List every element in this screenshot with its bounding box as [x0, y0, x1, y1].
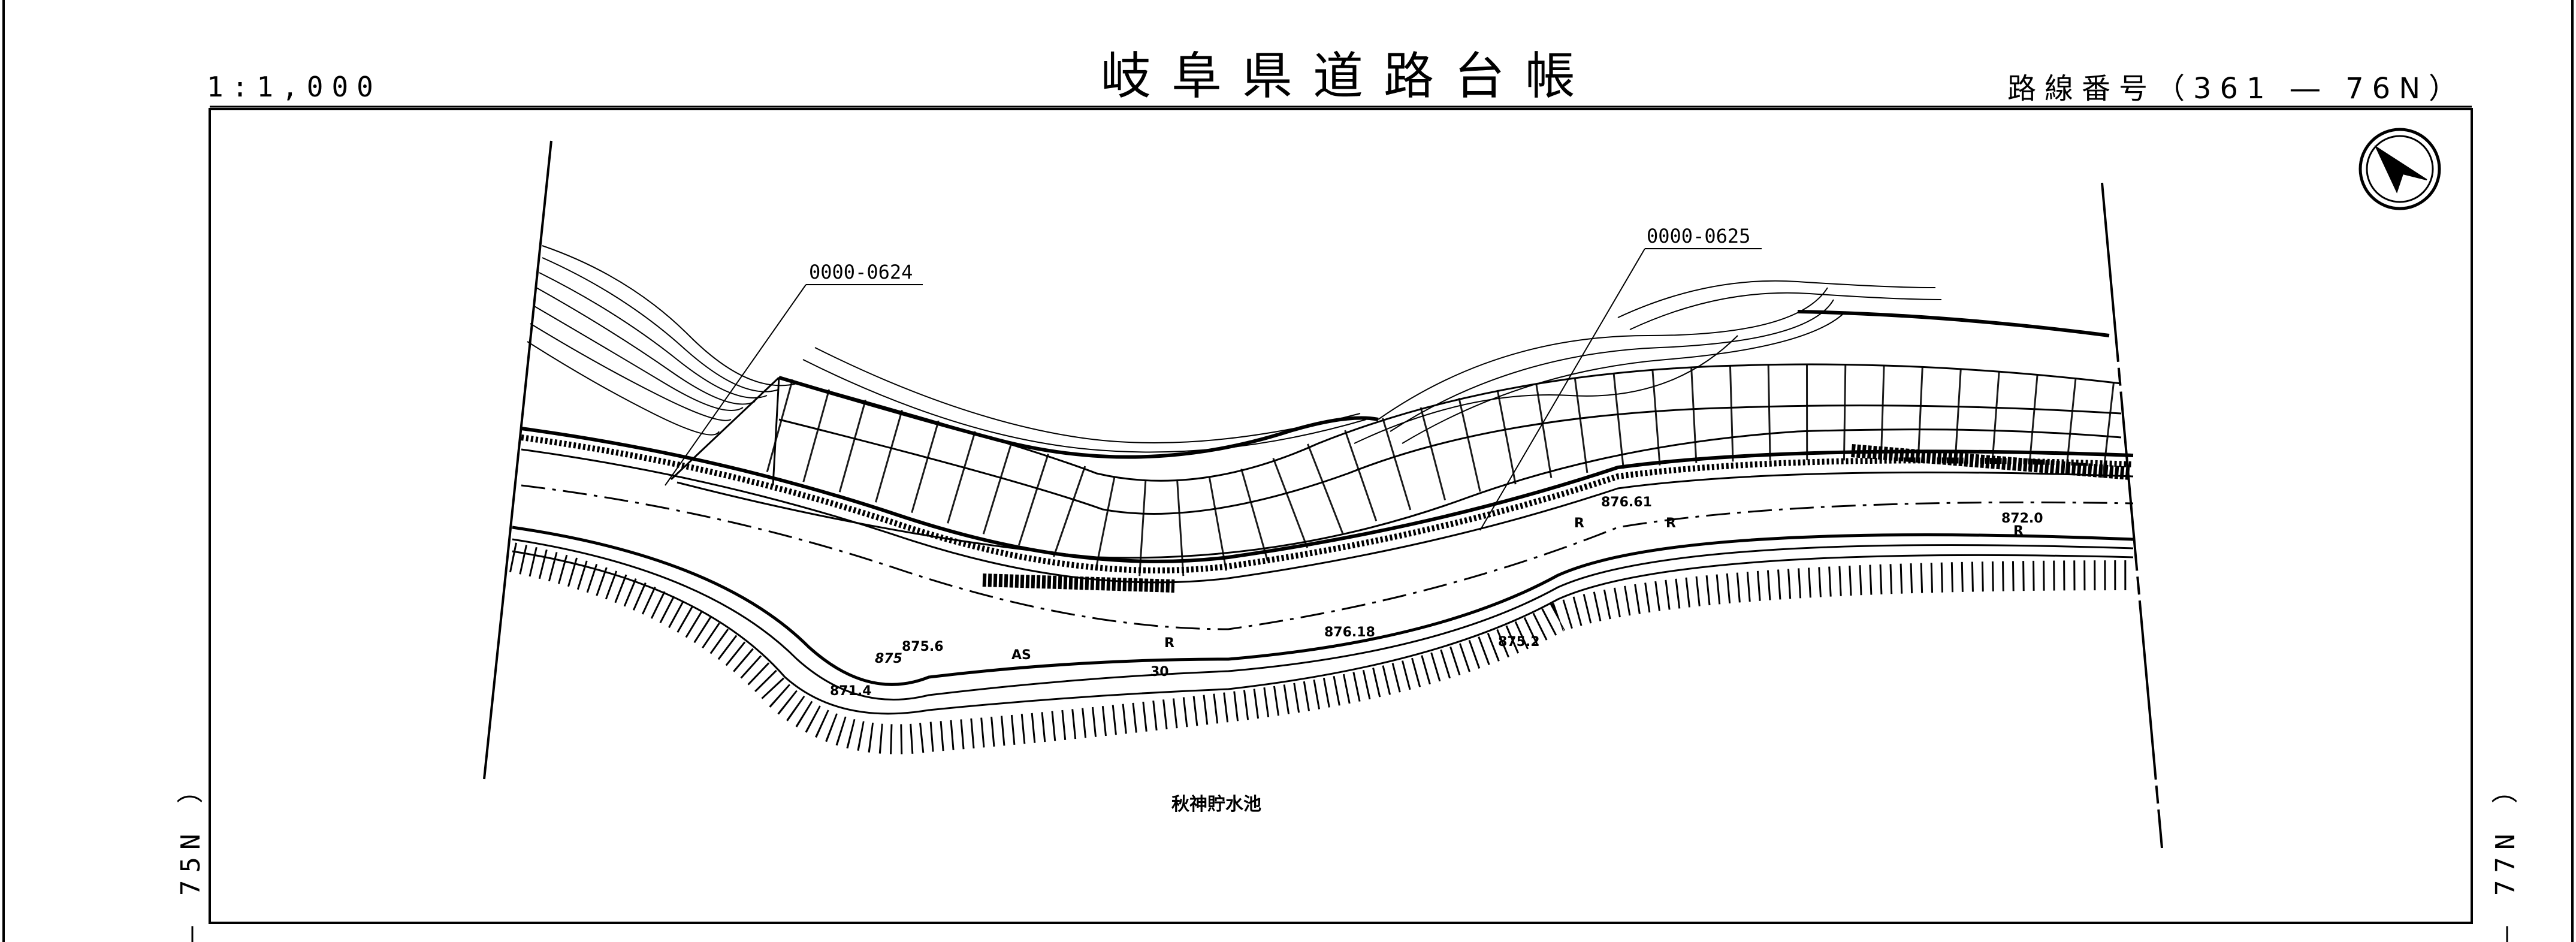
elevation-label: 875.6: [902, 639, 944, 654]
callout-leader: [665, 284, 807, 486]
symbol-label: R: [1666, 516, 1676, 531]
retaining-wall: [670, 310, 2127, 577]
callout-label[interactable]: 0000-0625: [1647, 225, 1750, 247]
road: [521, 427, 2134, 630]
elevation-label: 872.0: [2001, 511, 2043, 526]
elevation-label: 876.18: [1324, 625, 1375, 640]
pavement-label: AS: [1011, 648, 1031, 663]
elevation-label: 875.2: [1498, 635, 1540, 650]
page-title: 岐阜県道路台帳: [1100, 47, 1596, 105]
sheet-boundary-left: [483, 140, 552, 780]
hatched-section: [982, 573, 1175, 593]
contour-lines: [527, 245, 1942, 453]
road-centerline: [521, 484, 2134, 630]
elevation-label: 876.61: [1601, 495, 1652, 510]
scale-label: 1:1,000: [207, 71, 382, 103]
elevation-label: 871.4: [830, 684, 872, 699]
map-frame: [209, 108, 2473, 924]
route-number: 路線番号（361 ― 76N）: [2007, 72, 2466, 105]
place-name: 秋神貯水池: [1171, 794, 1261, 815]
cliff-slope: [509, 526, 2134, 754]
callout-leader: [1479, 248, 1645, 531]
north-arrow-icon: [2358, 128, 2441, 210]
symbol-label: R: [2013, 524, 2024, 539]
symbol-label: 30: [1150, 665, 1169, 680]
symbol-label: R: [1164, 636, 1174, 651]
sheet-boundary-right: [2101, 182, 2163, 849]
elevation-label: 875: [875, 651, 902, 666]
callout-label[interactable]: 0000-0624: [809, 261, 913, 283]
symbol-label: R: [1574, 516, 1584, 531]
